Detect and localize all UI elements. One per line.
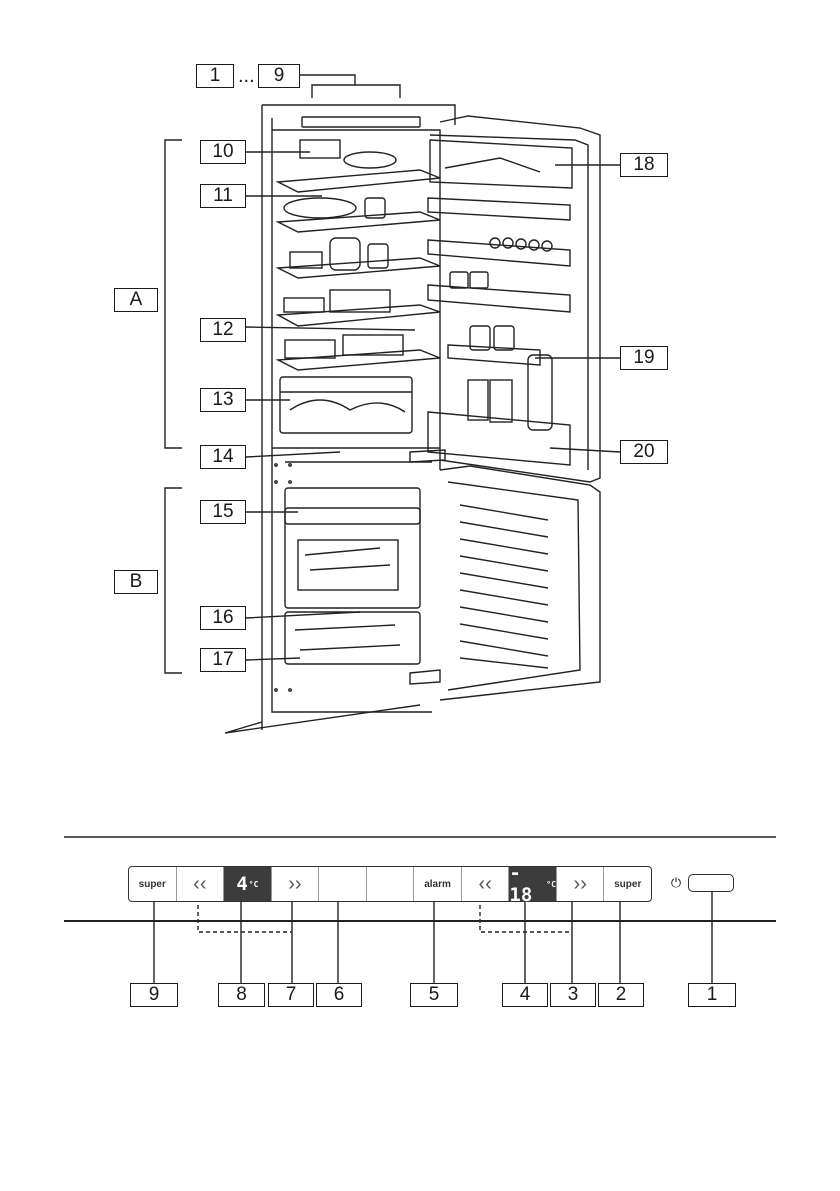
panel-callout-3: 3 — [550, 983, 596, 1007]
blank-segment-1 — [319, 867, 367, 901]
freezer-temp-value: - 18 — [509, 862, 545, 906]
panel-callout-2: 2 — [598, 983, 644, 1007]
fridge-temp-down-button[interactable]: ‹‹ — [177, 867, 225, 901]
panel-callout-8: 8 — [218, 983, 265, 1007]
range-ellipsis: ... — [238, 64, 255, 88]
panel-callout-5: 5 — [410, 983, 458, 1007]
callout-label-15: 15 — [200, 500, 246, 524]
alarm-button[interactable]: alarm — [414, 867, 462, 901]
fridge-temp-value: 4 — [236, 873, 247, 895]
freezer-temp-unit: °C — [546, 880, 556, 889]
freezer-temp-display: - 18°C — [509, 867, 557, 901]
panel-callout-1: 1 — [688, 983, 736, 1007]
panel-callout-4: 4 — [502, 983, 548, 1007]
section-label-a: A — [114, 288, 158, 312]
fridge-temp-up-button[interactable]: ›› — [272, 867, 320, 901]
control-panel: super ‹‹ 4°C ›› alarm ‹‹ - 18°C ›› super — [128, 866, 652, 902]
callout-label-16: 16 — [200, 606, 246, 630]
callout-label-19: 19 — [620, 346, 668, 370]
fridge-temp-unit: °C — [249, 880, 259, 889]
callout-label-12: 12 — [200, 318, 246, 342]
callout-label-14: 14 — [200, 445, 246, 469]
fridge-temp-display: 4°C — [224, 867, 272, 901]
blank-segment-2 — [367, 867, 415, 901]
freezer-temp-up-button[interactable]: ›› — [557, 867, 605, 901]
power-button[interactable] — [688, 874, 734, 892]
callout-label-11: 11 — [200, 184, 246, 208]
section-label-b: B — [114, 570, 158, 594]
panel-callout-7: 7 — [268, 983, 314, 1007]
callout-label-18: 18 — [620, 153, 668, 177]
freezer-temp-down-button[interactable]: ‹‹ — [462, 867, 510, 901]
callout-label-range-end: 9 — [258, 64, 300, 88]
callout-label-20: 20 — [620, 440, 668, 464]
super-fridge-button[interactable]: super — [129, 867, 177, 901]
callout-label-17: 17 — [200, 648, 246, 672]
callout-label-10: 10 — [200, 140, 246, 164]
panel-callout-6: 6 — [316, 983, 362, 1007]
callout-label-range-start: 1 — [196, 64, 234, 88]
super-freezer-button[interactable]: super — [604, 867, 651, 901]
power-icon: ⏻ — [669, 876, 683, 890]
panel-callout-9: 9 — [130, 983, 178, 1007]
callout-label-13: 13 — [200, 388, 246, 412]
